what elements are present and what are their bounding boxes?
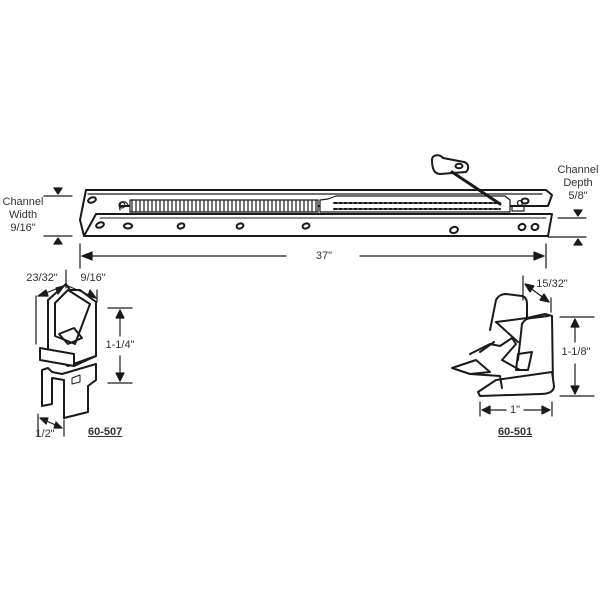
channel-width-label-line2: Width [8,209,38,221]
part-60-501-top-dim: 15/32" [536,278,568,290]
channel-width-label: Channel Width 9/16" [0,196,46,235]
part-60-501-height-dim: 1-1/8" [556,346,596,359]
part-60-507-height-dim: 1-1/4" [100,339,140,352]
part-60-501-drawing [451,293,555,397]
part-60-501-dimensions [479,275,595,417]
part-60-501-width-dim: 1" [509,404,521,416]
channel-depth-label-line2: Depth [563,177,593,189]
channel-width-value: 9/16" [10,222,36,234]
part-60-507-dimensions [35,269,133,437]
channel-width-label-line1: Channel [2,196,44,208]
part-60-507-number: 60-507 [88,426,123,438]
channel-width-dimension [43,187,73,245]
pivot-bracket [431,154,502,206]
channel-depth-label-line1: Channel [557,164,599,176]
part-60-507-top-left-dim: 23/32" [26,272,58,284]
balance-spring [118,199,319,213]
length-value: 37" [315,250,333,262]
length-dimension [79,243,547,269]
channel-depth-value: 5/8" [568,190,588,202]
channel-depth-label: Channel Depth 5/8" [553,164,600,203]
balance-rod [319,195,525,213]
channel-depth-dimension [547,209,587,246]
part-60-507-bottom-dim: 1/2" [35,428,55,440]
part-60-507-top-right-dim: 9/16" [80,272,106,284]
part-60-507-drawing [39,283,97,419]
part-60-501-number: 60-501 [498,426,533,438]
channel-body [79,189,553,237]
